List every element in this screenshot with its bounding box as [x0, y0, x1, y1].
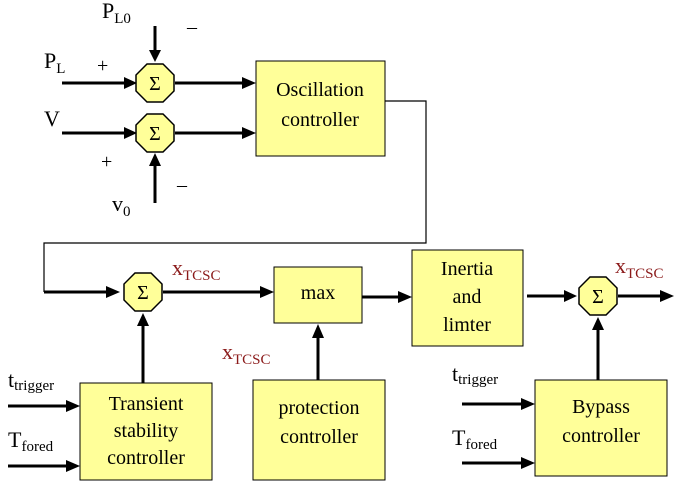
bypass-line2: controller [562, 425, 640, 447]
summer-1-shape [135, 63, 175, 103]
v0-label: v0 [112, 191, 131, 220]
transient-stability-controller-block: Transient stability controller [79, 382, 213, 481]
summer-2-symbol: Σ [149, 123, 161, 145]
summer-3-symbol: Σ [137, 282, 149, 304]
summer-1: Σ [135, 63, 175, 103]
transient-line3: controller [107, 447, 185, 469]
v-label: V [44, 106, 60, 131]
sum2-output-arrowhead [242, 127, 256, 139]
oscillation-controller-line1: Oscillation [276, 79, 364, 101]
pl0-arrowhead [149, 50, 161, 62]
transient-line1: Transient [109, 393, 184, 415]
bypass-line1: Bypass [572, 396, 630, 418]
transient-line2: stability [114, 420, 178, 442]
summer-2-shape [135, 113, 175, 153]
bypass-tfored-arrowhead [521, 457, 535, 469]
xtcsc-output-label: xTCSC [615, 253, 664, 282]
oscillation-controller-line2: controller [281, 109, 359, 131]
summer-2: Σ [135, 113, 175, 153]
inertia-line3: limter [443, 314, 491, 336]
bypass-ttrigger-arrowhead [521, 398, 535, 410]
summer-4: Σ [578, 276, 618, 316]
v0-arrowhead [149, 153, 161, 166]
bypass-output-arrowhead [592, 317, 604, 330]
protection-controller-block: protection controller [252, 379, 386, 481]
v-arrowhead [124, 127, 137, 139]
xtcsc-label-sum3: xTCSC [172, 255, 221, 284]
protection-output-arrowhead [312, 324, 324, 338]
v0-minus-sign: – [176, 174, 188, 196]
xtcsc-label-protection: xTCSC [222, 339, 271, 368]
summer-4-symbol: Σ [592, 286, 604, 308]
transient-tfored-arrowhead [66, 460, 80, 472]
sum3-input-arrowhead [106, 286, 120, 298]
protection-line2: controller [280, 426, 358, 448]
sum3-output-arrowhead [260, 286, 274, 298]
summer-3-shape [123, 272, 163, 312]
sum4-output-arrowhead [660, 290, 674, 302]
bypass-controller-box [534, 379, 668, 477]
inertia-line2: and [453, 286, 482, 308]
sum4-input-arrowhead [564, 290, 577, 302]
max-label: max [301, 282, 335, 304]
v-plus-sign: + [101, 151, 112, 173]
transient-output-arrowhead [137, 313, 149, 326]
transient-stability-controller-box [79, 382, 213, 481]
pl0-label: PL0 [102, 0, 131, 27]
max-box [273, 266, 363, 324]
summer-3: Σ [123, 272, 163, 312]
summer-1-symbol: Σ [149, 73, 161, 95]
pl-arrowhead [124, 77, 137, 89]
oscillation-controller-block: Oscillation controller [255, 60, 386, 157]
transient-ttrigger-arrowhead [66, 400, 80, 412]
sum1-output-arrowhead [242, 77, 256, 89]
inertia-limiter-box [411, 249, 524, 347]
transient-tfored-label: Tfored [8, 427, 54, 455]
bypass-ttrigger-label: ttrigger [452, 361, 498, 388]
pl-plus-sign: + [97, 55, 108, 77]
inertia-limiter-block: Inertia and limter [411, 249, 524, 347]
pl0-minus-sign: – [186, 16, 198, 38]
bypass-controller-block: Bypass controller [534, 379, 668, 477]
pl-label: PL [44, 48, 65, 77]
max-output-arrowhead [398, 291, 412, 303]
max-block: max [273, 266, 363, 324]
transient-ttrigger-label: ttrigger [8, 367, 54, 394]
protection-line1: protection [278, 397, 359, 419]
inertia-line1: Inertia [441, 258, 493, 280]
summer-4-shape [578, 276, 618, 316]
oscillation-output-wire [43, 100, 427, 292]
bypass-tfored-label: Tfored [452, 425, 498, 453]
oscillation-controller-box [255, 60, 386, 157]
